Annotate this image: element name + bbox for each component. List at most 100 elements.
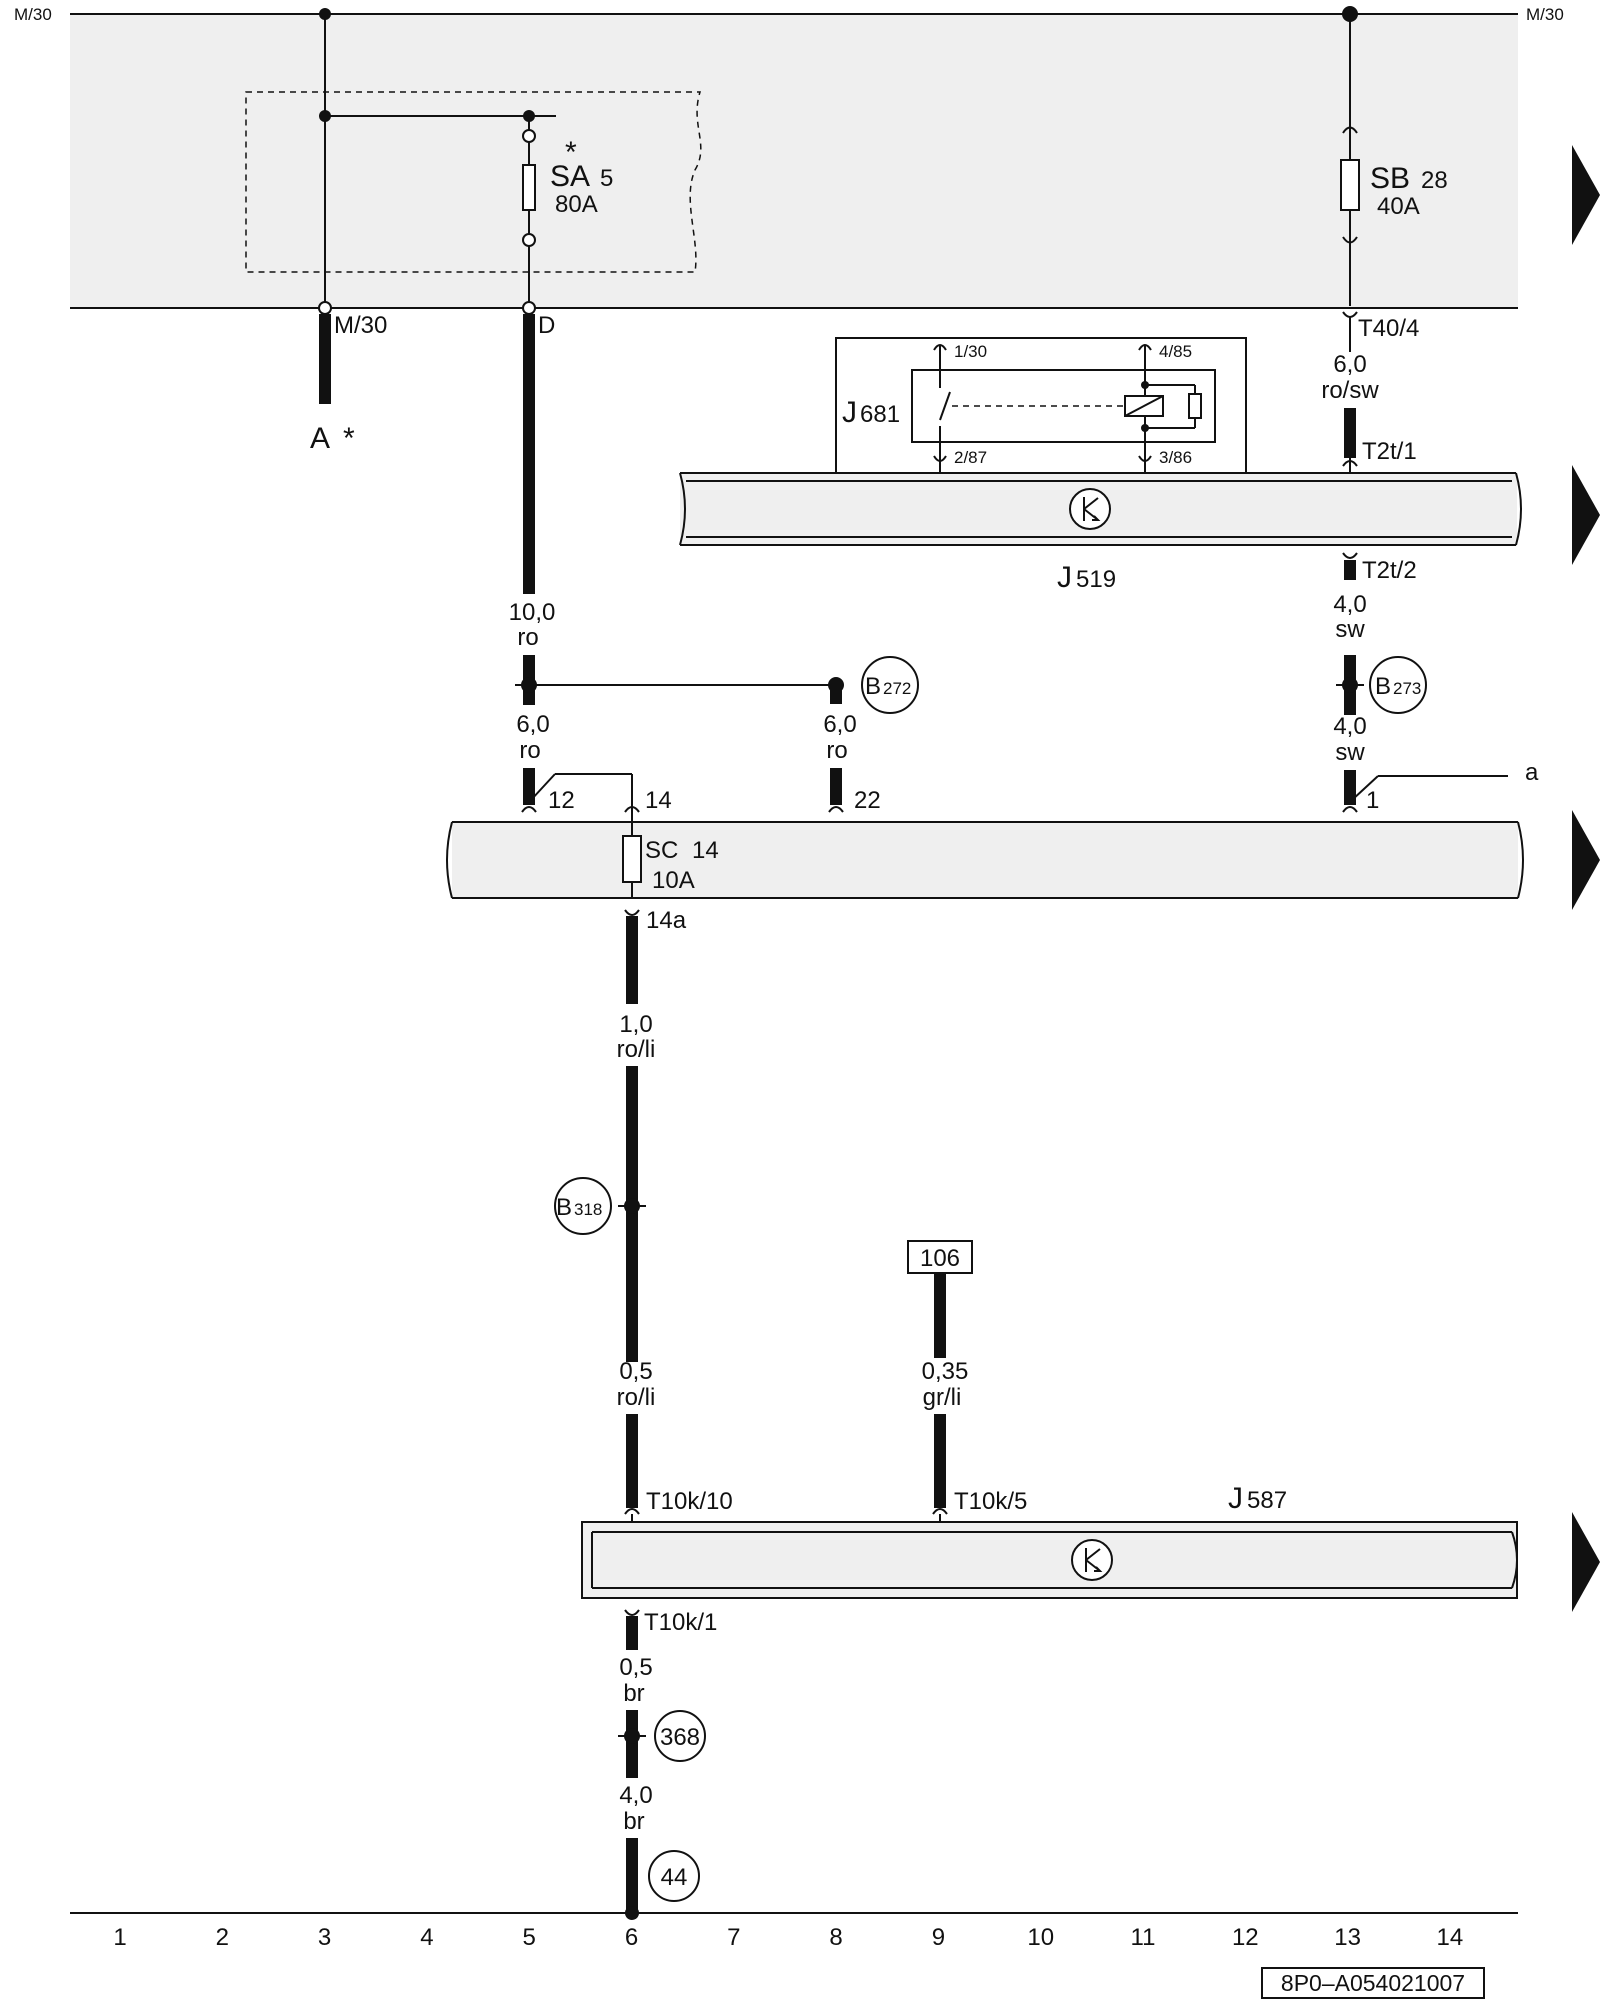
connector-b318-number: 318: [574, 1200, 602, 1219]
column-number: 7: [727, 1924, 740, 1951]
doc-code-box: [1261, 1967, 1485, 1999]
sb-fuse-letters: SB: [1370, 162, 1410, 195]
page-nav-arrow-2: [1572, 465, 1600, 565]
terminal-14-label: 14: [645, 787, 672, 814]
terminal-t40-label: T40/4: [1358, 315, 1419, 342]
wire-w3-size: 6,0: [823, 711, 856, 738]
terminal-22-marker: [828, 806, 844, 813]
wire-w7-size: 1,0: [619, 1011, 652, 1038]
rail-junction-13: [1342, 6, 1358, 22]
sb-fuse-number: 28: [1421, 167, 1448, 194]
wire-w2-color: ro: [519, 737, 540, 764]
column-number: 11: [1131, 1924, 1156, 1951]
column-number: 5: [523, 1924, 536, 1951]
j587-electronic-icon-glyph: [1085, 1548, 1103, 1572]
connector-b272-letter: B: [865, 673, 881, 700]
relay-letter: J: [842, 396, 857, 429]
terminal-t2t1-marker: [1342, 460, 1358, 467]
column-number: 8: [829, 1924, 842, 1951]
doc-code-label: 8P0–A054021007: [1281, 1970, 1465, 1996]
wire-12-to-14-diag: [530, 773, 556, 801]
sc-fuse-letters: SC: [645, 837, 678, 864]
wire-w11-size: 4,0: [619, 1782, 652, 1809]
terminal-t2t2-label: T2t/2: [1362, 557, 1417, 584]
j519-electronic-icon-glyph: [1083, 497, 1101, 521]
sa-fuse-letters: SA: [550, 160, 590, 193]
relay-number: 681: [860, 401, 900, 428]
relay-pin-3-label: 3/86: [1159, 448, 1192, 467]
wire-w7-color: ro/li: [617, 1036, 656, 1063]
j587-bar-inner: [591, 1531, 1518, 1589]
terminal-t10k10-marker: [624, 1508, 640, 1515]
connector-44-label: 44: [661, 1864, 688, 1891]
relay-pin-1-label: 1/30: [954, 342, 987, 361]
wire-w2-size: 6,0: [516, 711, 549, 738]
terminal-1-label: 1: [1366, 787, 1379, 814]
terminal-12-label: 12: [548, 787, 575, 814]
sb-fuse-symbol: [1340, 159, 1360, 211]
ref-box-106-label: 106: [920, 1245, 960, 1272]
wire-w9-size: 0,35: [922, 1358, 969, 1385]
sc-carrier-outline: [446, 821, 1524, 899]
connector-b273-number: 273: [1393, 679, 1421, 698]
column-number: 1: [113, 1924, 126, 1951]
terminal-t2t2-marker: [1342, 552, 1358, 559]
wire-w6-size: 4,0: [1333, 713, 1366, 740]
wire-w10-color: br: [623, 1680, 644, 1707]
terminal-d-marker: [522, 301, 536, 315]
connector-368-label: 368: [660, 1724, 700, 1751]
column-number: 10: [1027, 1924, 1054, 1951]
column-number: 2: [216, 1924, 229, 1951]
wire-w3-color: ro: [826, 737, 847, 764]
wire-w5-size: 4,0: [1333, 591, 1366, 618]
rail-label-left: M/30: [14, 5, 52, 24]
j519-bar-outline: [679, 472, 1522, 546]
terminal-t10k1-label: T10k/1: [644, 1609, 717, 1636]
terminal-t10k5-marker: [932, 1508, 948, 1515]
sb-fuse-contact-bottom: [1342, 236, 1358, 244]
wire-w6-color: sw: [1335, 739, 1365, 766]
terminal-m30-label: M/30: [334, 312, 387, 339]
sc-fuse-rating: 10A: [652, 867, 695, 894]
column-number: 9: [932, 1924, 945, 1951]
column-number: 3: [318, 1924, 331, 1951]
terminal-t2t1-label: T2t/1: [1362, 438, 1417, 465]
sa-fuse-rating: 80A: [555, 191, 598, 218]
terminal-t10k1-marker: [624, 1609, 640, 1616]
j587-letter: J: [1228, 1482, 1243, 1515]
sa-fuse-star: *: [565, 136, 577, 169]
sa-fuse-number: 5: [600, 165, 613, 192]
relay-pin-1-marker: [933, 344, 947, 351]
connector-b318: [554, 1177, 612, 1235]
column-number: 13: [1334, 1924, 1361, 1951]
relay-pin-2-marker: [933, 455, 947, 462]
ref-box-106: [907, 1240, 973, 1274]
terminal-14a-label: 14a: [646, 907, 687, 934]
wire-w4-color: ro/sw: [1321, 377, 1379, 404]
rail-label-right: M/30: [1526, 5, 1564, 24]
j519-letter: J: [1057, 561, 1072, 594]
page-nav-arrow-4: [1572, 1512, 1600, 1612]
relay-pin-4-label: 4/85: [1159, 342, 1192, 361]
terminal-t10k5-label: T10k/5: [954, 1488, 1027, 1515]
terminal-a-label: a: [1525, 759, 1539, 786]
page-nav-arrow-1: [1572, 145, 1600, 245]
connector-b272: [861, 656, 919, 714]
relay-switch-gap: [930, 388, 950, 426]
terminal-t10k10-label: T10k/10: [646, 1488, 733, 1515]
connector-b318-letter: B: [556, 1194, 572, 1221]
j519-number: 519: [1076, 566, 1116, 593]
terminal-14-marker: [624, 806, 640, 813]
wire-w5-color: sw: [1335, 616, 1365, 643]
relay-resistor-symbol: [1188, 393, 1202, 419]
column-number: 6: [625, 1924, 638, 1951]
a-ref-letter: A: [310, 422, 330, 455]
wire-sc-to-a: [1351, 775, 1379, 801]
terminal-1-marker: [1342, 806, 1358, 813]
sb-fuse-contact-top: [1342, 126, 1358, 134]
j587-number: 587: [1247, 1487, 1287, 1514]
wire-w1-color: ro: [517, 624, 538, 651]
fuse-carrier-area: [70, 14, 1518, 308]
j587-electronic-icon: [1071, 1539, 1113, 1581]
